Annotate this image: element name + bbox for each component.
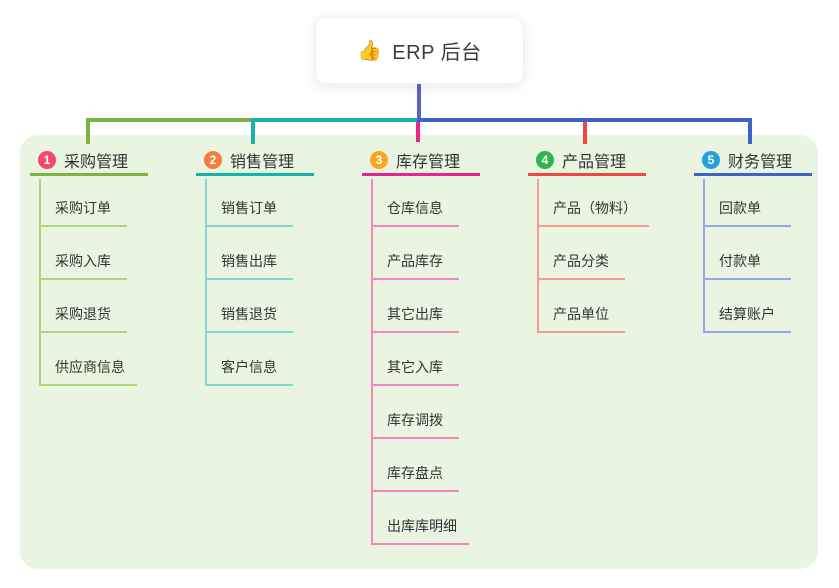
branch-node-sales[interactable]: 2 销售管理 bbox=[196, 147, 314, 176]
child-node[interactable]: 出库库明细 bbox=[373, 492, 469, 545]
branch2-children: 销售订单 销售出库 销售退货 客户信息 bbox=[205, 179, 293, 386]
branch5-number-badge: 5 bbox=[702, 151, 720, 169]
mindmap-canvas-panel bbox=[20, 135, 818, 569]
child-node[interactable]: 供应商信息 bbox=[41, 333, 137, 386]
branch-node-purchase[interactable]: 1 采购管理 bbox=[30, 147, 148, 176]
branch-node-finance[interactable]: 5 财务管理 bbox=[694, 147, 812, 176]
branch1-children: 采购订单 采购入库 采购退货 供应商信息 bbox=[39, 179, 137, 386]
child-node[interactable]: 采购订单 bbox=[41, 179, 127, 227]
root-node-erp[interactable]: 👍 ERP 后台 bbox=[315, 17, 524, 84]
child-node[interactable]: 销售订单 bbox=[207, 179, 293, 227]
root-node-label: ERP 后台 bbox=[392, 42, 482, 64]
child-node[interactable]: 其它出库 bbox=[373, 280, 459, 333]
thumbs-up-icon: 👍 bbox=[357, 39, 383, 62]
child-node[interactable]: 产品分类 bbox=[539, 227, 625, 280]
branch-node-product[interactable]: 4 产品管理 bbox=[528, 147, 646, 176]
branch3-number-badge: 3 bbox=[370, 151, 388, 169]
branch4-label: 产品管理 bbox=[562, 154, 627, 171]
branch2-number-badge: 2 bbox=[204, 151, 222, 169]
child-node[interactable]: 销售出库 bbox=[207, 227, 293, 280]
branch3-label: 库存管理 bbox=[396, 154, 461, 171]
branch5-label: 财务管理 bbox=[728, 154, 793, 171]
child-node[interactable]: 产品库存 bbox=[373, 227, 459, 280]
child-node[interactable]: 回款单 bbox=[705, 179, 791, 227]
branch3-children: 仓库信息 产品库存 其它出库 其它入库 库存调拨 库存盘点 出库库明细 bbox=[371, 179, 469, 545]
branch-node-inventory[interactable]: 3 库存管理 bbox=[362, 147, 480, 176]
child-node[interactable]: 其它入库 bbox=[373, 333, 459, 386]
child-node[interactable]: 销售退货 bbox=[207, 280, 293, 333]
branch5-children: 回款单 付款单 结算账户 bbox=[703, 179, 791, 333]
branch1-label: 采购管理 bbox=[64, 154, 129, 171]
child-node[interactable]: 客户信息 bbox=[207, 333, 293, 386]
branch4-children: 产品（物料） 产品分类 产品单位 bbox=[537, 179, 649, 333]
child-node[interactable]: 产品单位 bbox=[539, 280, 625, 333]
branch4-number-badge: 4 bbox=[536, 151, 554, 169]
child-node[interactable]: 库存调拨 bbox=[373, 386, 459, 439]
branch1-number-badge: 1 bbox=[38, 151, 56, 169]
child-node[interactable]: 结算账户 bbox=[705, 280, 791, 333]
child-node[interactable]: 采购退货 bbox=[41, 280, 127, 333]
child-node[interactable]: 仓库信息 bbox=[373, 179, 459, 227]
child-node[interactable]: 库存盘点 bbox=[373, 439, 459, 492]
child-node[interactable]: 付款单 bbox=[705, 227, 791, 280]
child-node[interactable]: 产品（物料） bbox=[539, 179, 649, 227]
child-node[interactable]: 采购入库 bbox=[41, 227, 127, 280]
branch2-label: 销售管理 bbox=[230, 154, 295, 171]
